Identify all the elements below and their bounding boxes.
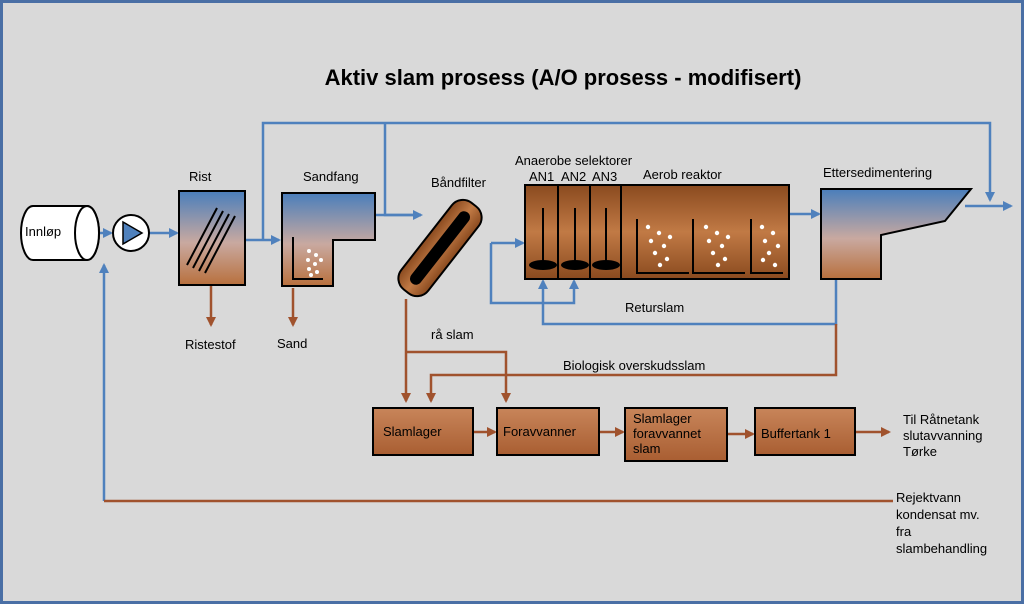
label-line-2: foravvannet xyxy=(633,426,701,441)
process-flow-svg xyxy=(20,121,1013,503)
foravvanner-box xyxy=(496,407,600,456)
flow-bypass-branch xyxy=(383,123,423,220)
buffertank-box xyxy=(754,407,856,456)
bandfilter xyxy=(397,198,483,298)
flow-returslam xyxy=(538,279,838,326)
label-returslam: Returslam xyxy=(625,300,685,315)
label-rist: Rist xyxy=(189,169,212,184)
label-an2: AN2 xyxy=(561,169,587,184)
label-an3: AN3 xyxy=(592,169,618,184)
label-an1: AN1 xyxy=(529,169,555,184)
label-line-3: slam xyxy=(633,441,661,456)
label-slamlager-foravvannet: Slamlager foravvannet slam xyxy=(633,411,701,456)
diagram-title: Aktiv slam prosess (A/O prosess - modifi… xyxy=(324,65,802,90)
label-ra-slam: rå slam xyxy=(431,327,474,342)
label-rej-line-1: Rejektvann xyxy=(896,490,962,505)
label-line-1: Slamlager xyxy=(633,411,692,426)
label-buffertank: Buffertank 1 xyxy=(761,426,831,441)
label-sandfang: Sandfang xyxy=(303,169,359,184)
flow-bypass-line xyxy=(261,121,995,240)
reactor-block xyxy=(524,184,790,280)
label-til-line-2: slutavvanning xyxy=(903,428,983,443)
label-ettersed: Ettersedimentering xyxy=(823,165,933,180)
label-bandfilter: Båndfilter xyxy=(431,175,486,190)
label-til-ratnetank: Til Råtnetank slutavvanning Tørke xyxy=(903,412,983,460)
pump-icon xyxy=(112,214,150,252)
label-bio: Biologisk overskudsslam xyxy=(563,358,706,373)
rist-tank xyxy=(178,190,246,286)
label-til-line-1: Til Råtnetank xyxy=(903,412,980,427)
label-foravvanner: Foravvanner xyxy=(503,424,576,439)
slamlager-foravvannet-box xyxy=(624,407,728,462)
label-rej-line-2: kondensat mv. xyxy=(896,507,980,522)
label-anaerobe: Anaerobe selektorer xyxy=(515,153,633,168)
sandfang-tank xyxy=(281,192,376,287)
label-rejektvann: Rejektvann kondensat mv. fra slambehandl… xyxy=(896,489,987,557)
ettersedimentering-tank xyxy=(820,188,974,280)
flow-raw-sludge-branch xyxy=(406,350,511,403)
screen-bars-icon xyxy=(186,207,236,274)
slamlager-box xyxy=(372,407,474,456)
inlet-cylinder xyxy=(20,205,100,261)
label-innlop: Innløp xyxy=(25,224,62,239)
label-aerob: Aerob reaktor xyxy=(643,167,722,182)
label-ristestof: Ristestof xyxy=(185,337,236,352)
flow-bio-sludge xyxy=(426,324,838,403)
label-rej-line-4: slambehandling xyxy=(896,541,988,556)
label-sand: Sand xyxy=(277,336,308,351)
label-til-line-3: Tørke xyxy=(903,444,937,459)
label-slamlager: Slamlager xyxy=(383,424,442,439)
flow-bandfilter-to-an2 xyxy=(489,243,579,305)
label-rej-line-3: fra xyxy=(896,524,912,539)
